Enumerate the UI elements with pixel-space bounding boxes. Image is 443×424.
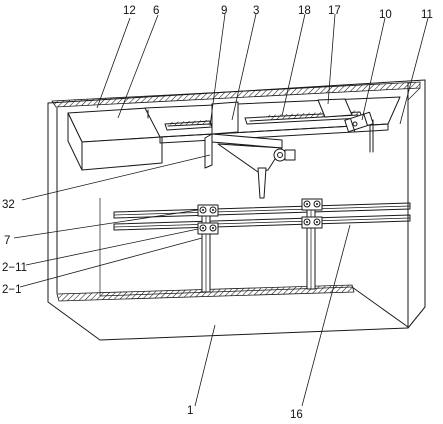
label-12: 12 (123, 5, 136, 17)
carriage-3 (204, 101, 296, 199)
label-16: 16 (290, 409, 303, 421)
label-2-1: 2−1 (2, 284, 22, 296)
bottom-wall (56, 284, 355, 302)
label-6: 6 (153, 5, 159, 17)
reference-labels: 12 6 9 3 18 17 10 11 32 7 2−11 2−1 1 16 (2, 5, 433, 421)
cabinet-6 (67, 107, 163, 171)
vertical-posts (201, 203, 316, 293)
label-7: 7 (4, 235, 10, 247)
upper-rail-assembly (144, 96, 401, 153)
label-17: 17 (328, 5, 341, 17)
lower-rails (113, 202, 411, 231)
leader-lines (13, 13, 429, 407)
label-10: 10 (379, 9, 392, 21)
motor-icon (344, 111, 374, 133)
label-2-11: 2−11 (2, 262, 27, 274)
bolt-icon (197, 198, 323, 235)
label-11: 11 (421, 9, 433, 21)
label-3: 3 (253, 5, 259, 17)
housing-box (47, 79, 426, 341)
label-1: 1 (187, 405, 193, 417)
label-9: 9 (221, 5, 227, 17)
label-18: 18 (298, 5, 311, 17)
label-32: 32 (2, 199, 15, 211)
